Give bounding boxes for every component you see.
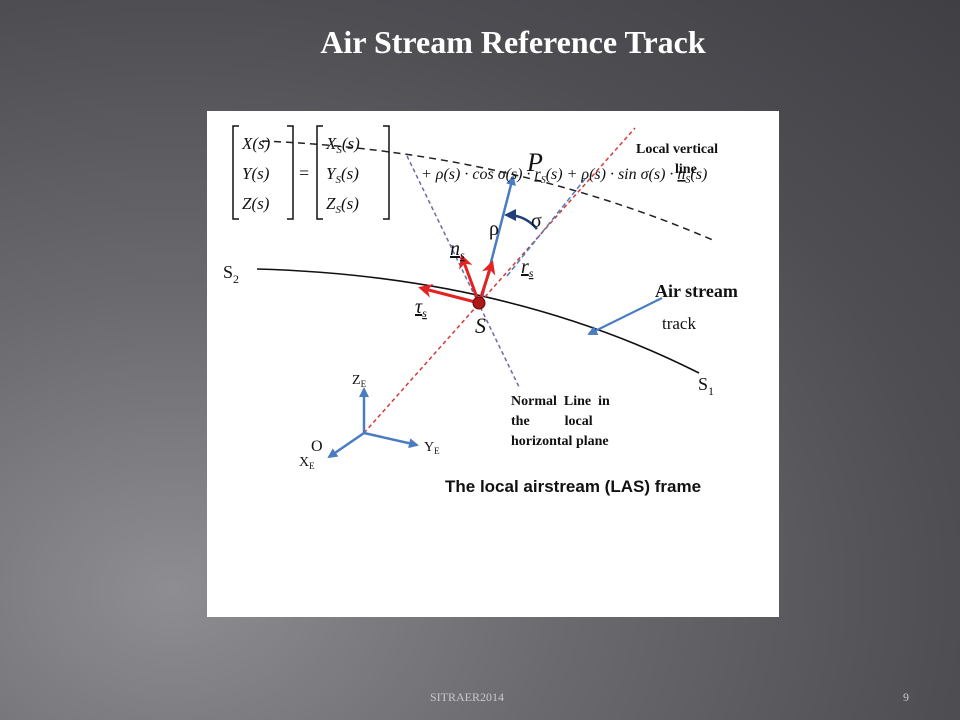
point-s-marker <box>472 296 486 310</box>
sigma-arc-arrow <box>504 209 538 230</box>
rhs-z-sub: S <box>335 204 341 216</box>
n-s-vector <box>459 254 481 304</box>
diagram-caption: The local airstream (LAS) frame <box>445 477 702 496</box>
rhs-bracket-left <box>316 125 323 220</box>
rhs-y-main: Y <box>326 164 337 183</box>
las-frame-diagram: P Local vertical line σ ρ ns rs S2 τs S … <box>223 127 738 471</box>
label-r-s-main: r <box>521 256 529 278</box>
label-tau-s-main: τ <box>415 296 423 318</box>
label-r-s: rs <box>521 256 534 280</box>
label-y-e-main: Y <box>424 440 434 455</box>
label-s2-sub: 2 <box>233 272 239 286</box>
projection-dashed-line <box>506 178 586 277</box>
slide-title: Air Stream Reference Track <box>320 24 706 60</box>
lhs-bracket-right <box>287 125 294 220</box>
equation-terms: + ρ(s) · cos σ(s) · rS(s) + ρ(s) · sin σ… <box>393 166 727 186</box>
diagram-figure: P Local vertical line σ ρ ns rs S2 τs S … <box>207 111 779 617</box>
tau-s-vector <box>418 283 480 305</box>
footer-conference: SITRAER2014 <box>430 690 505 704</box>
label-z-e-main: Z <box>352 373 361 388</box>
label-sigma: σ <box>531 210 542 232</box>
label-n-s-main: n <box>450 238 460 260</box>
trajectory-dashed-curve <box>261 140 716 242</box>
label-track: track <box>662 314 696 333</box>
term1-sub: S <box>541 175 546 186</box>
label-z-e-sub: E <box>361 379 367 389</box>
y-e-axis <box>363 431 419 449</box>
normal-line <box>406 155 521 390</box>
label-normal-line-1: Normal Line in <box>511 394 610 409</box>
label-rho: ρ <box>489 218 499 240</box>
local-vertical-line <box>363 127 636 434</box>
label-s1-sub: 1 <box>708 384 714 398</box>
label-normal-line-2: the local <box>511 414 593 429</box>
lhs-y: Y(s) <box>242 164 270 183</box>
label-n-s: ns <box>450 238 465 262</box>
term2-sub: S <box>685 175 690 186</box>
term2-vec: n <box>677 166 685 183</box>
las-equation: X(s) Y(s) Z(s) = XS(s) YS(s) ZS(s) + ρ(s… <box>232 125 727 220</box>
label-y-e-sub: E <box>434 446 440 456</box>
label-tau-s-sub: s <box>422 306 427 320</box>
reference-track-curve <box>256 268 700 374</box>
label-air-stream: Air stream <box>655 281 738 301</box>
rhs-x-arg: (s) <box>342 134 360 153</box>
label-s1-main: S <box>698 374 708 394</box>
label-tau-s: τs <box>415 296 427 320</box>
lhs-z: Z(s) <box>242 194 270 213</box>
term1-arg: (s) <box>546 166 563 183</box>
term2-prefix: + ρ(s) · sin σ(s) · <box>563 166 678 183</box>
label-x-e: XE <box>299 455 315 471</box>
lhs-x: X(s) <box>241 134 271 153</box>
label-x-e-sub: E <box>309 461 315 471</box>
label-r-s-sub: s <box>529 266 534 280</box>
air-stream-arrow <box>587 297 663 335</box>
rhs-x: XS(s) <box>325 134 360 156</box>
rhs-y: YS(s) <box>326 164 359 186</box>
rhs-y-arg: (s) <box>341 164 359 183</box>
rhs-z: ZS(s) <box>326 194 359 216</box>
term1-vec: r <box>534 166 541 183</box>
term1-prefix: + ρ(s) · cos σ(s) · <box>421 166 534 183</box>
r-s-vector <box>477 260 496 304</box>
label-n-s-sub: s <box>460 248 465 262</box>
label-s2: S2 <box>223 262 239 286</box>
label-local-vertical-2: line <box>675 162 697 177</box>
term2-arg: (s) <box>690 166 707 183</box>
rhs-x-main: X <box>325 134 337 153</box>
label-p: P <box>526 148 543 177</box>
label-y-e: YE <box>424 440 440 456</box>
label-x-e-main: X <box>299 455 309 470</box>
rhs-z-main: Z <box>326 194 336 213</box>
label-s1: S1 <box>698 374 714 398</box>
label-origin: O <box>311 438 323 455</box>
label-z-e: ZE <box>352 373 367 389</box>
lhs-bracket-left <box>232 125 239 220</box>
equals-sign: = <box>299 163 309 183</box>
rhs-z-arg: (s) <box>341 194 359 213</box>
footer-page-number: 9 <box>903 690 909 704</box>
label-normal-line-3: horizontal plane <box>511 434 609 449</box>
x-e-axis <box>327 431 365 459</box>
label-s2-main: S <box>223 262 233 282</box>
label-s-point: S <box>475 313 486 338</box>
rhs-bracket-right <box>383 125 390 220</box>
rhs-y-sub: S <box>335 174 341 186</box>
rhs-x-sub: S <box>336 144 342 156</box>
label-local-vertical-1: Local vertical <box>636 142 718 157</box>
